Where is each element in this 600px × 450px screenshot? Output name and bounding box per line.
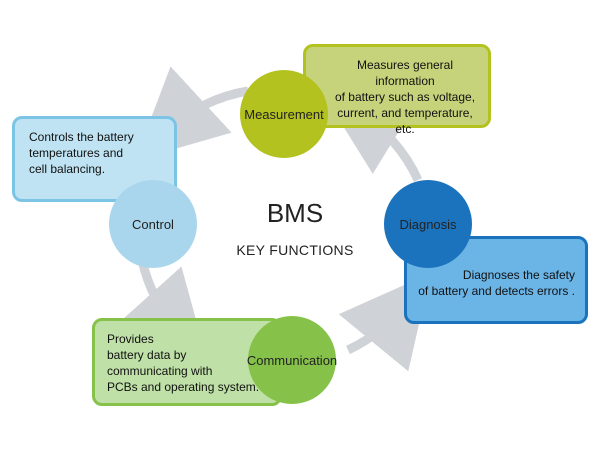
node-communication-label: Communication (246, 352, 338, 368)
arc-measurement-to-control (134, 66, 249, 161)
node-diagnosis: Diagnosis (384, 180, 472, 268)
center-title: BMS (266, 198, 324, 228)
node-measurement-label: Measurement (244, 106, 324, 122)
callout-communication-line: Provides (107, 332, 154, 346)
node-measurement: Measurement (240, 70, 328, 158)
node-diagnosis-label: Diagnosis (399, 216, 457, 232)
callout-measurement-line: etc. (395, 122, 415, 136)
callout-control-line: cell balancing. (29, 162, 106, 176)
callout-communication-line: PCBs and operating system. (107, 380, 260, 394)
callout-diagnosis-line: of battery and detects errors . (418, 284, 575, 298)
node-control-label: Control (132, 216, 174, 232)
callout-control: Controls the battery temperatures and ce… (12, 116, 177, 202)
callout-control-line: temperatures and (29, 146, 124, 160)
callout-control-line: Controls the battery (29, 130, 134, 144)
arc-communication-to-diagnosis (338, 273, 431, 372)
callout-communication-line: communicating with (107, 364, 213, 378)
node-control: Control (109, 180, 197, 268)
callout-communication-line: battery data by (107, 348, 187, 362)
callout-measurement-line: Measures general information (356, 58, 454, 88)
callout-diagnosis-line: Diagnoses the safety (462, 268, 575, 282)
center-subtitle: KEY FUNCTIONS (236, 242, 354, 258)
callout-measurement: Measures general information of battery … (303, 44, 491, 136)
node-communication: Communication (246, 316, 338, 404)
callout-measurement-line: of battery such as voltage, (334, 90, 476, 104)
callout-measurement-line: current, and temperature, (337, 106, 473, 120)
